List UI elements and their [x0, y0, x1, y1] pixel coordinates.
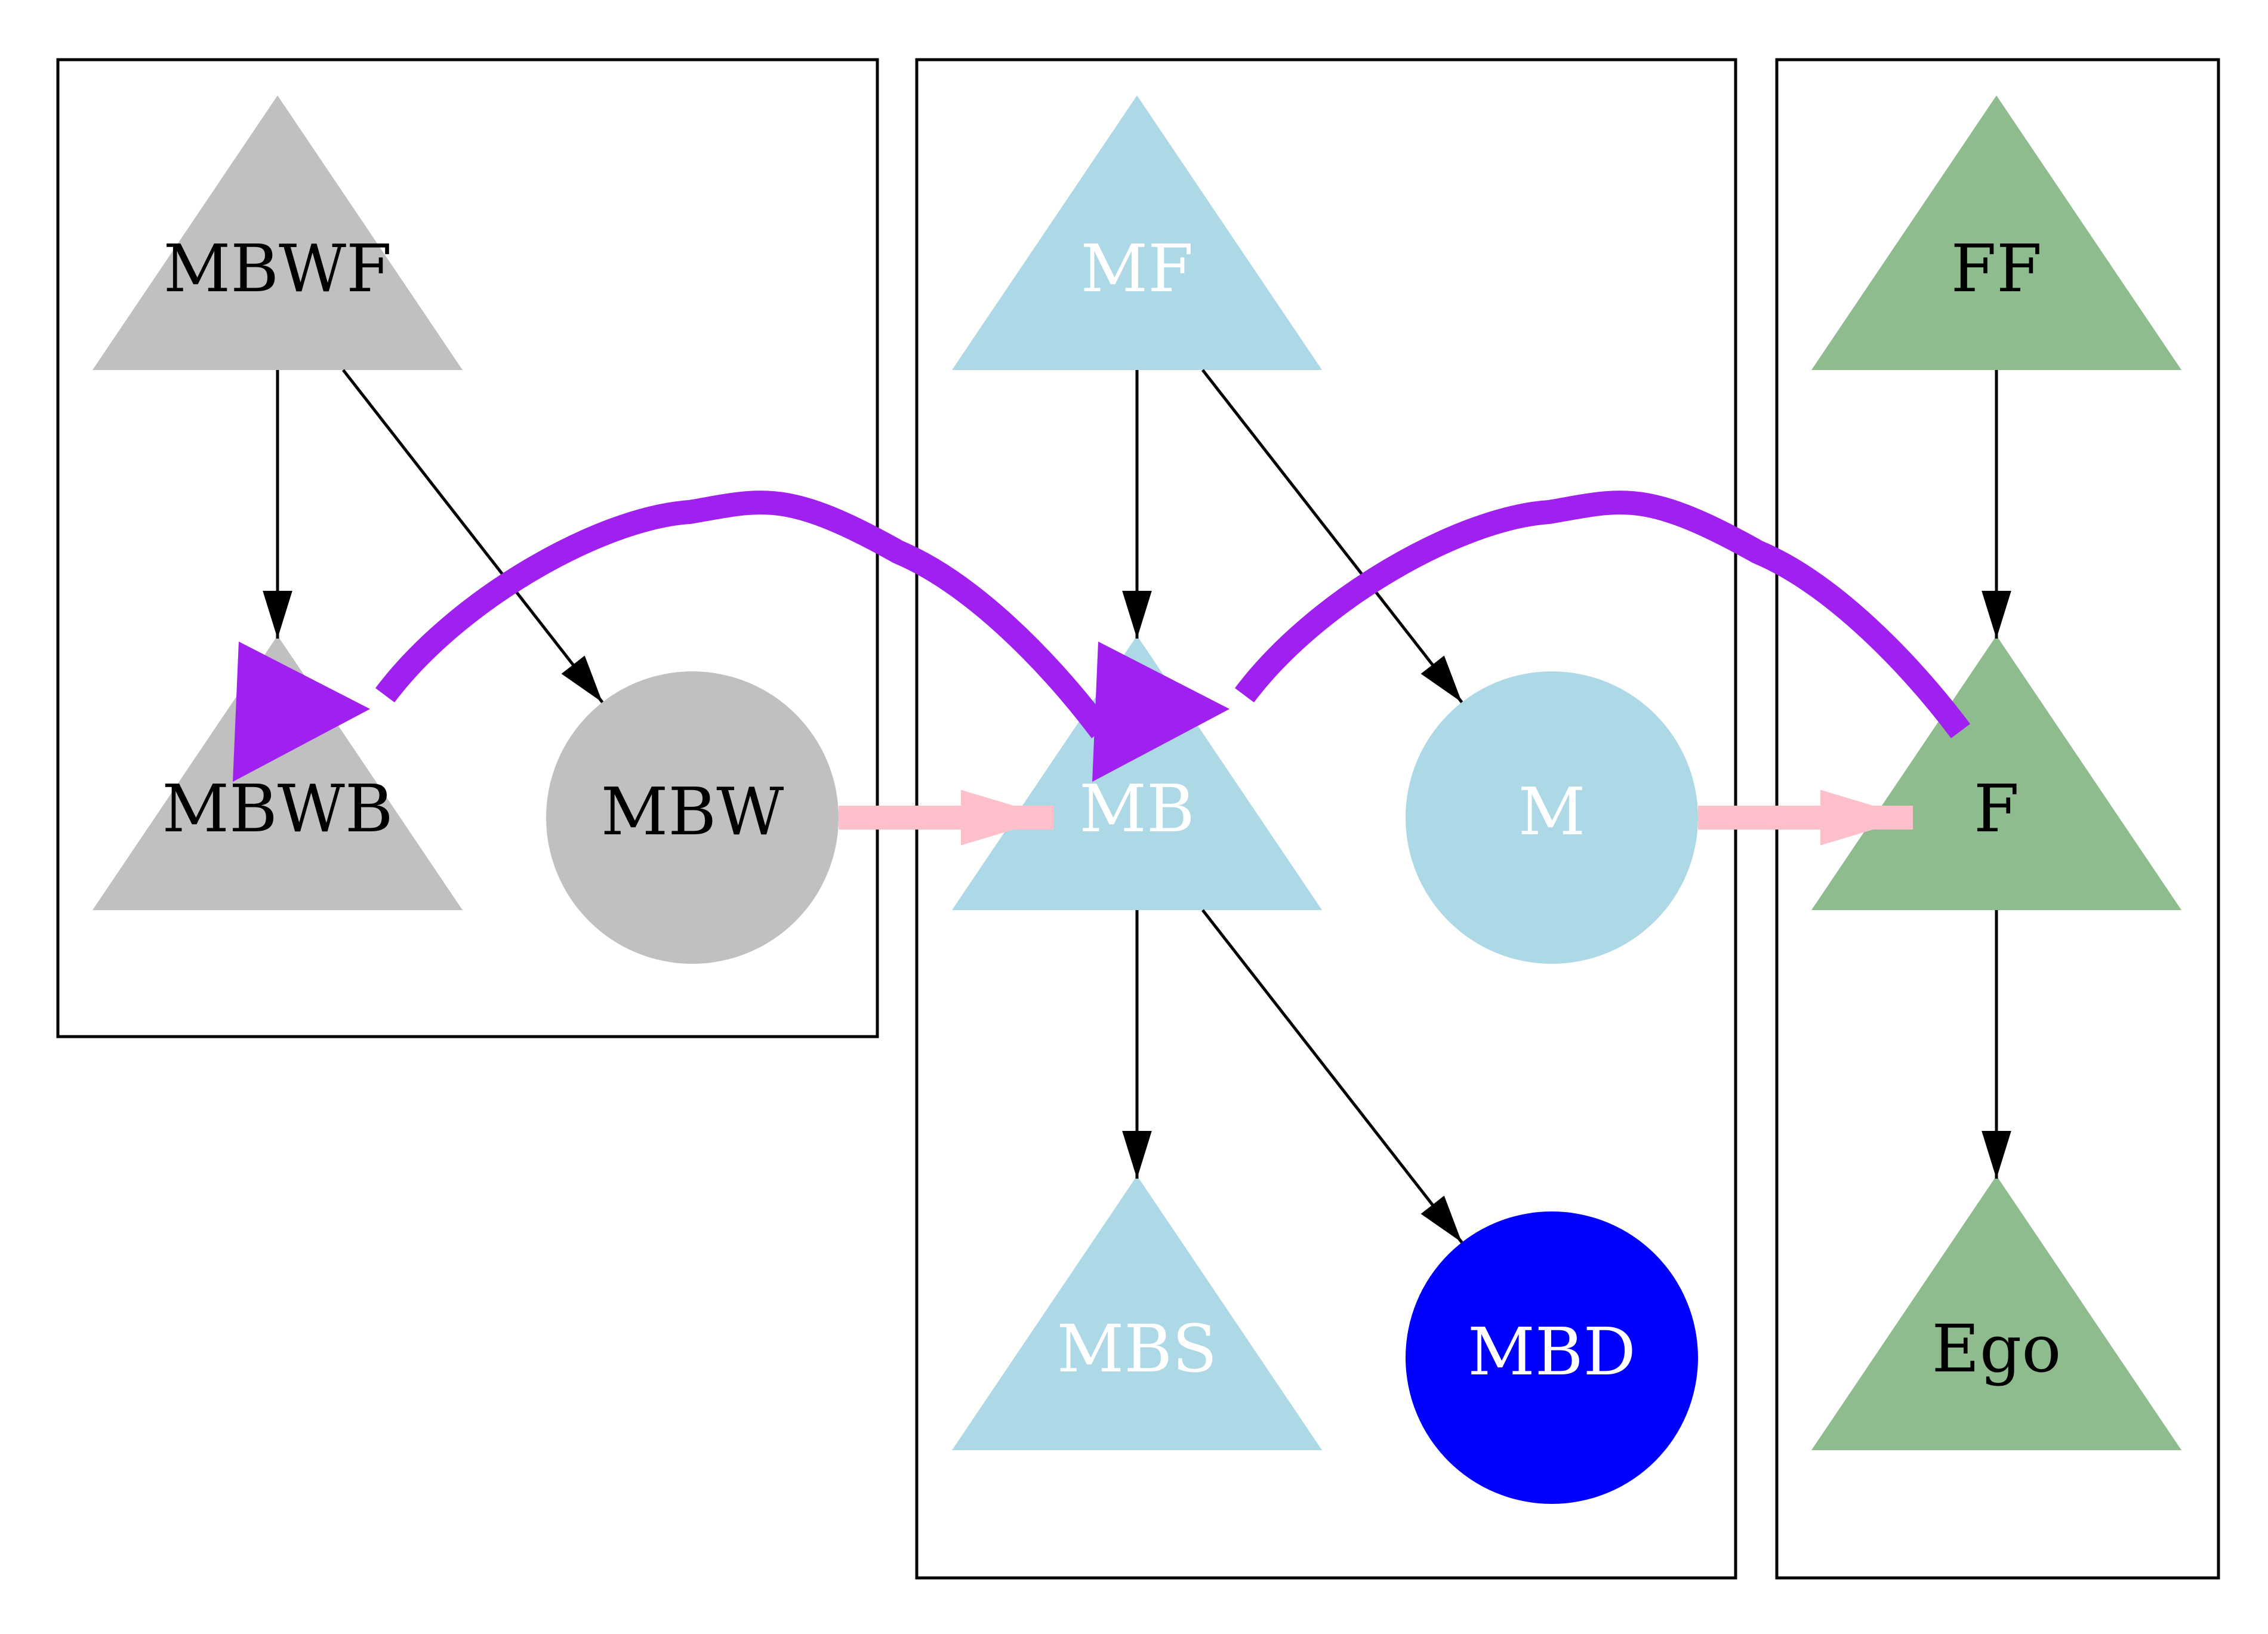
node-label-f: F [1974, 770, 2019, 847]
nodes-layer [93, 95, 2181, 1504]
node-m-circle [1406, 671, 1698, 964]
node-label-mbd: MBD [1468, 1314, 1636, 1390]
edge-mb-to-mbd [1201, 909, 1463, 1244]
edge-mbwf-to-mbw [342, 369, 604, 704]
node-label-ff: FF [1951, 230, 2042, 307]
edges-layer [233, 369, 2011, 1244]
node-label-mbwf: MBWF [164, 230, 392, 307]
node-mbwf-triangle [93, 95, 463, 370]
node-mbd-circle [1406, 1211, 1698, 1504]
node-mbwb-triangle [93, 636, 463, 910]
node-label-ego: Ego [1932, 1311, 2061, 1387]
node-mbs-triangle [952, 1176, 1322, 1450]
edge-mb-to-mbwb-line [375, 491, 1111, 739]
node-ff-triangle [1811, 95, 2181, 370]
node-label-mbw: MBW [601, 773, 784, 850]
node-label-mb: MB [1079, 770, 1194, 847]
edge-mb-to-mbwb-arrowhead [233, 642, 370, 782]
edge-mf-to-m [1201, 369, 1463, 704]
node-label-mbwb: MBWB [162, 770, 393, 847]
node-mbw-circle [546, 671, 839, 964]
edge-f-to-mb-arrowhead [1092, 642, 1229, 782]
node-label-mbs: MBS [1057, 1311, 1218, 1387]
edge-f-to-mb-line [1235, 491, 1970, 739]
node-label-mf: MF [1081, 230, 1194, 307]
node-label-m: M [1518, 773, 1586, 850]
node-ego-triangle [1811, 1176, 2181, 1450]
node-mf-triangle [952, 95, 1322, 370]
